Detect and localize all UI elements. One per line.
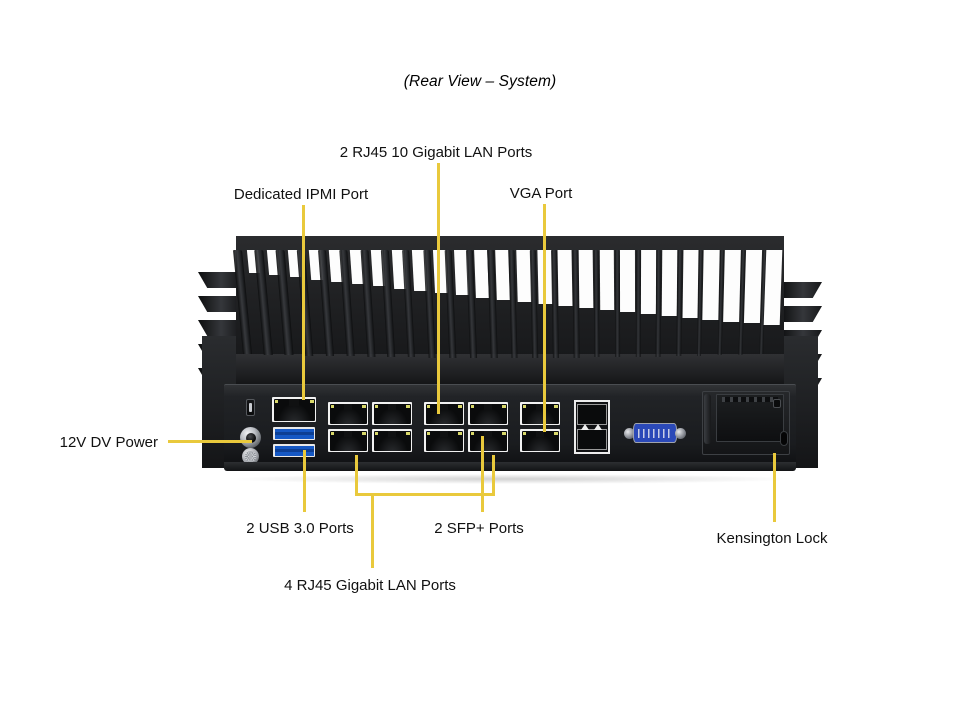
drop-shadow	[230, 474, 790, 484]
chassis-bottom-lip	[224, 462, 796, 471]
lan-1g-port-5[interactable]	[424, 402, 464, 425]
lan-1g-port-2[interactable]	[372, 402, 412, 425]
chassis-screw	[242, 448, 259, 465]
heatsink-fin-gap	[743, 250, 762, 324]
status-led-slot	[246, 399, 255, 416]
callout-label-rj45-1g: 4 RJ45 Gigabit LAN Ports	[284, 577, 456, 594]
expansion-latch-handle[interactable]	[704, 394, 711, 444]
callout-leader-vga	[543, 204, 546, 432]
system-chassis-illustration	[196, 236, 824, 484]
heatsink-fin-gap	[764, 250, 783, 325]
expansion-plate-vents	[722, 397, 778, 402]
heatsink-fin-gap	[620, 250, 636, 313]
callout-label-vga: VGA Port	[509, 185, 573, 202]
callout-leader-sfp	[481, 436, 484, 512]
callout-label-kensington: Kensington Lock	[716, 530, 828, 547]
lan-10g-port-2[interactable]	[520, 429, 560, 452]
heatsink-fin-gap	[723, 250, 741, 322]
heatsink-base	[236, 354, 784, 388]
rear-io-panel	[224, 384, 796, 469]
expansion-slot-blanking-plate	[716, 394, 784, 442]
vga-port[interactable]	[624, 423, 686, 445]
lan-10g-port-1[interactable]	[520, 402, 560, 425]
callout-leader-kensington	[773, 453, 776, 522]
callout-label-rj45-10g: 2 RJ45 10 Gigabit LAN Ports	[339, 144, 533, 161]
dc-power-jack[interactable]	[240, 427, 261, 448]
page-title: (Rear View – System)	[403, 73, 557, 90]
bracket-right-leg	[492, 455, 495, 496]
heatsink-fin-gap	[599, 250, 615, 311]
lan-1g-port-7[interactable]	[424, 429, 464, 452]
lan-1g-port-6[interactable]	[468, 402, 508, 425]
bracket-crossbar	[355, 493, 495, 496]
lan-1g-port-3[interactable]	[328, 429, 368, 452]
callout-leader-ipmi	[302, 205, 305, 400]
heatsink-fin-gap	[641, 250, 657, 315]
callout-leader-rj45-1g	[371, 496, 374, 568]
callout-label-ipmi: Dedicated IPMI Port	[233, 186, 369, 203]
lan-1g-port-8[interactable]	[468, 429, 508, 452]
callout-leader-power	[168, 440, 252, 443]
ipmi-port[interactable]	[272, 397, 316, 422]
lan-1g-port-4[interactable]	[372, 429, 412, 452]
usb3-port-1[interactable]	[273, 427, 315, 440]
expansion-lock-hole	[773, 399, 781, 408]
callout-leader-rj45-10g	[437, 163, 440, 414]
heatsink-fin-gap	[578, 250, 594, 309]
heatsink-fin-gap	[557, 250, 573, 307]
callout-label-power: 12V DV Power	[59, 434, 158, 451]
kensington-lock-slot[interactable]	[780, 431, 788, 446]
bracket-left-leg	[355, 455, 358, 496]
callout-leader-usb	[303, 450, 306, 512]
heatsink-fin-gap	[702, 250, 720, 320]
sfp-plus-cage[interactable]	[574, 400, 610, 454]
callout-label-sfp: 2 SFP+ Ports	[434, 520, 524, 537]
heatsink-fin	[593, 250, 600, 358]
heatsink-fin-gap	[661, 250, 678, 316]
heatsink-fin-gap	[682, 250, 699, 318]
lan-1g-port-1[interactable]	[328, 402, 368, 425]
usb3-port-2[interactable]	[273, 444, 315, 457]
callout-label-usb: 2 USB 3.0 Ports	[246, 520, 354, 537]
